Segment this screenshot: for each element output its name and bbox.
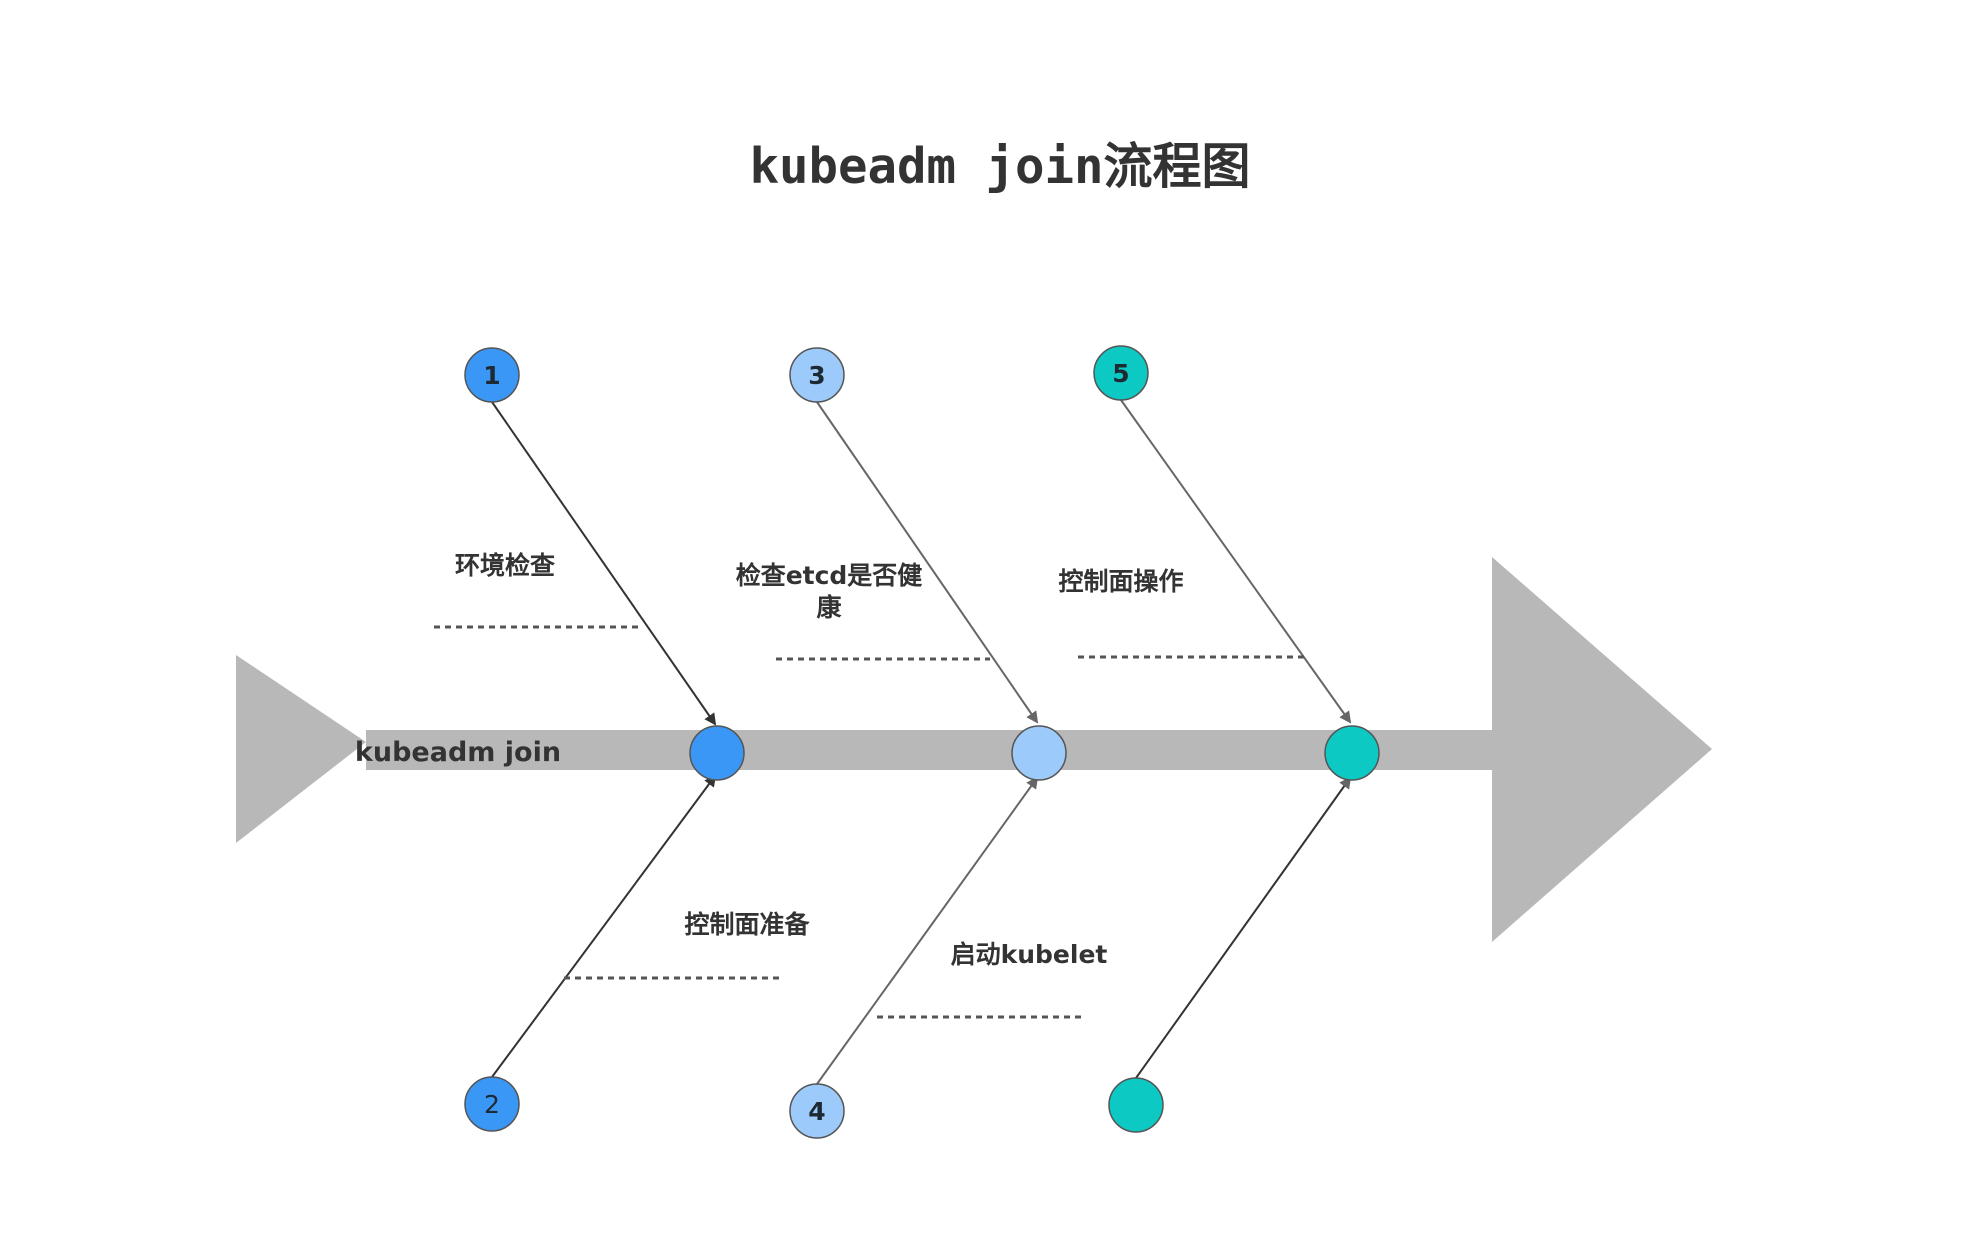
step-4-node (789, 1083, 845, 1139)
step-1-node (464, 347, 520, 403)
step-2-label: 控制面准备 (684, 910, 810, 939)
step-3-label-line2: 康 (816, 593, 842, 622)
diagram-title: kubeadm join流程图 (749, 138, 1250, 195)
step-3-node (789, 347, 845, 403)
step-3-number: 3 (808, 361, 825, 390)
spine-label: kubeadm join (355, 737, 561, 768)
spine-body (366, 730, 1506, 770)
spine-head (1492, 557, 1712, 942)
step-5-node (1093, 345, 1149, 401)
step-1-label: 环境检查 (455, 551, 555, 580)
step-2-node (464, 1076, 520, 1132)
bone-3 (816, 401, 1039, 724)
bone-6 (1135, 776, 1352, 1079)
step-1-number: 1 (483, 361, 500, 390)
step-5-label: 控制面操作 (1058, 567, 1183, 596)
junction-node-2 (1011, 725, 1067, 781)
bone-1 (491, 401, 717, 726)
junction-node-3 (1324, 725, 1380, 781)
step-3-label-line1: 检查etcd是否健 (736, 561, 923, 590)
spine-tail (236, 655, 366, 843)
bone-4 (816, 776, 1039, 1085)
step-6-node (1108, 1077, 1164, 1133)
step-4-label: 启动kubelet (951, 940, 1108, 969)
junction-node-1 (689, 725, 745, 781)
step-5-number: 5 (1112, 359, 1129, 388)
step-2-number: 2 (484, 1090, 500, 1119)
bone-5 (1120, 399, 1352, 724)
bone-2 (491, 774, 717, 1078)
step-4-number: 4 (808, 1097, 825, 1126)
